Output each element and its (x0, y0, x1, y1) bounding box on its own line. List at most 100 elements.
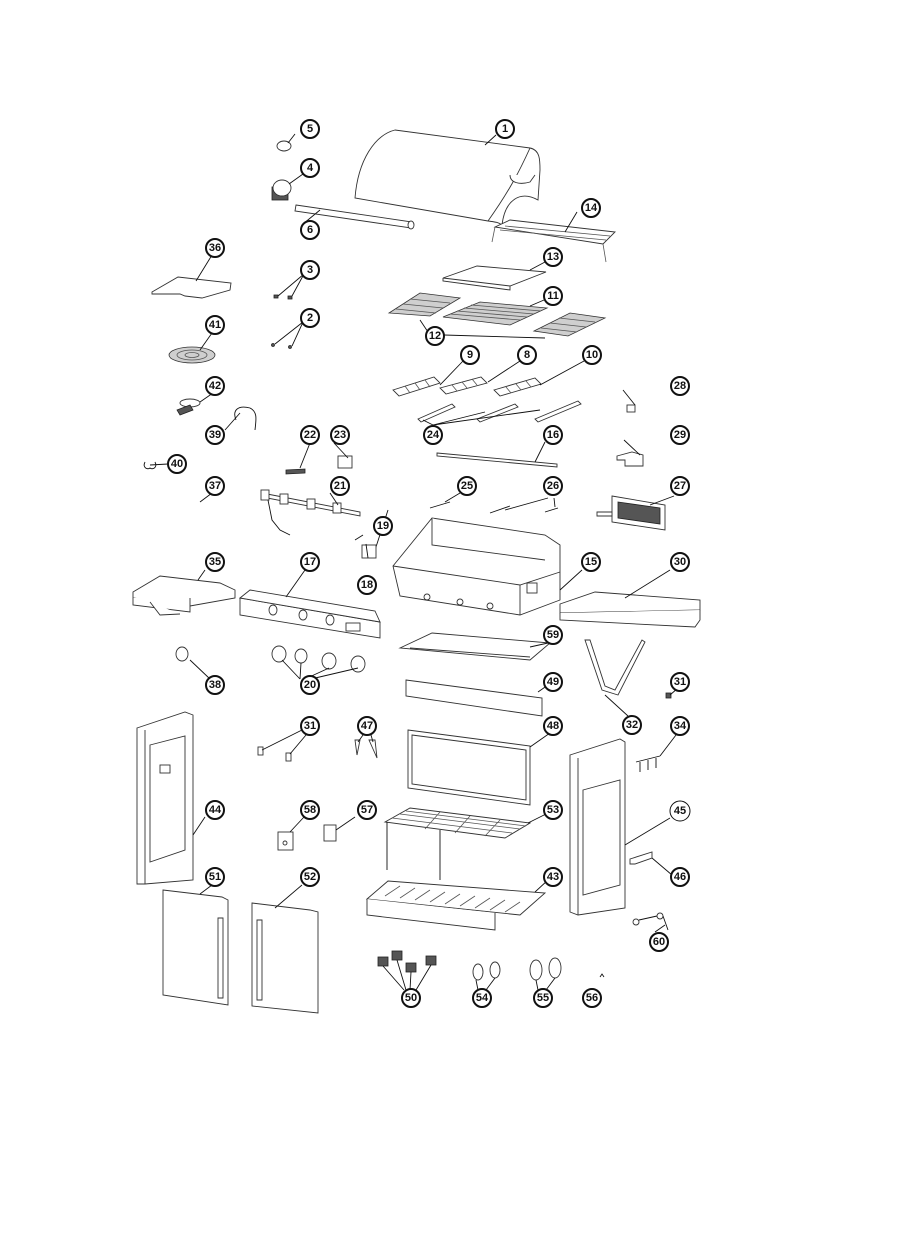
part-door-brackets (354, 739, 378, 759)
part-side-burner-lid (151, 276, 232, 299)
part-bottom-shelf (365, 880, 547, 931)
svg-text:35: 35 (209, 556, 221, 568)
svg-text:14: 14 (585, 202, 598, 214)
svg-text:44: 44 (209, 804, 222, 816)
part-burners (417, 400, 582, 423)
callout-2: 2 (300, 308, 320, 328)
callout-12: 12 (425, 326, 445, 346)
svg-text:22: 22 (304, 429, 316, 441)
part-regulator (337, 455, 353, 469)
svg-text:46: 46 (674, 871, 686, 883)
callout-44: 44 (205, 800, 225, 820)
part-battery-box (323, 824, 337, 842)
svg-text:60: 60 (653, 936, 665, 948)
svg-text:13: 13 (547, 251, 559, 263)
svg-text:12: 12 (429, 330, 441, 342)
svg-text:49: 49 (547, 676, 559, 688)
part-plate (277, 831, 294, 851)
part-lid-handle (294, 204, 415, 230)
callout-42: 42 (205, 376, 225, 396)
callout-13: 13 (543, 247, 563, 267)
svg-text:50: 50 (405, 992, 417, 1004)
svg-text:53: 53 (547, 804, 559, 816)
callout-52: 52 (300, 867, 320, 887)
part-electrode (429, 501, 451, 509)
callout-43: 43 (543, 867, 563, 887)
part-side-shelf (559, 591, 701, 628)
callout-39: 39 (205, 425, 225, 445)
part-tank-rack (383, 807, 532, 880)
part-control-knobs (271, 645, 366, 673)
svg-text:45: 45 (674, 805, 686, 817)
part-burner-support-bar (436, 452, 558, 468)
svg-text:17: 17 (304, 556, 316, 568)
part-control-panel (238, 589, 381, 639)
svg-text:24: 24 (427, 429, 440, 441)
part-magnet-catch-right (665, 692, 672, 699)
svg-text:32: 32 (626, 719, 638, 731)
callout-16: 16 (543, 425, 563, 445)
part-warming-rack (491, 219, 616, 263)
svg-text:57: 57 (361, 804, 373, 816)
svg-text:2: 2 (307, 312, 313, 324)
part-back-panel (407, 729, 531, 806)
svg-text:56: 56 (586, 992, 598, 1004)
callout-57: 57 (357, 800, 377, 820)
svg-text:26: 26 (547, 480, 559, 492)
svg-text:16: 16 (547, 429, 559, 441)
leader-lines (149, 133, 679, 991)
svg-text:31: 31 (674, 676, 686, 688)
callout-55: 55 (533, 988, 553, 1008)
part-bolts (273, 294, 293, 300)
svg-text:8: 8 (524, 349, 530, 361)
callout-56: 56 (582, 988, 602, 1008)
svg-text:10: 10 (586, 349, 598, 361)
svg-text:37: 37 (209, 480, 221, 492)
svg-text:11: 11 (547, 290, 559, 302)
svg-text:20: 20 (304, 679, 316, 691)
callout-27: 27 (670, 476, 690, 496)
callout-32: 32 (622, 715, 642, 735)
callout-15: 15 (581, 552, 601, 572)
svg-text:36: 36 (209, 242, 221, 254)
callout-35: 35 (205, 552, 225, 572)
part-tool-hooks (635, 755, 661, 772)
callout-31-a: 31 (300, 716, 320, 736)
callout-25: 25 (457, 476, 477, 496)
part-leg-levelers (377, 950, 437, 973)
callout-47: 47 (357, 716, 377, 736)
callout-6: 6 (300, 220, 320, 240)
callout-26: 26 (543, 476, 563, 496)
part-side-burner (176, 398, 201, 416)
part-right-door (251, 902, 319, 1014)
svg-text:31: 31 (304, 720, 316, 732)
part-clip-28 (626, 404, 636, 413)
svg-text:19: 19 (377, 520, 389, 532)
callout-40: 40 (167, 454, 187, 474)
svg-text:52: 52 (304, 871, 316, 883)
part-magnet-catches (257, 746, 292, 762)
part-left-door (162, 889, 229, 1006)
callout-8: 8 (517, 345, 537, 365)
svg-text:4: 4 (307, 162, 314, 174)
part-flame-tamers (392, 376, 542, 397)
part-right-cart-panel (569, 738, 626, 916)
callout-37: 37 (205, 476, 225, 496)
callout-45: 45 (669, 800, 691, 822)
part-cooking-grates-side (387, 292, 607, 337)
svg-text:42: 42 (209, 380, 221, 392)
svg-text:40: 40 (171, 458, 183, 470)
callout-3: 3 (300, 260, 320, 280)
callout-59: 59 (543, 625, 563, 645)
svg-text:25: 25 (461, 480, 473, 492)
callout-54: 54 (472, 988, 492, 1008)
svg-text:43: 43 (547, 871, 559, 883)
part-cooking-grate-center (442, 301, 549, 326)
callout-1: 1 (495, 119, 515, 139)
svg-text:41: 41 (209, 319, 221, 331)
part-shelf-support-arm (584, 639, 646, 696)
svg-text:29: 29 (674, 429, 686, 441)
callout-58: 58 (300, 800, 320, 820)
callout-20: 20 (300, 675, 320, 695)
svg-text:6: 6 (307, 224, 313, 236)
